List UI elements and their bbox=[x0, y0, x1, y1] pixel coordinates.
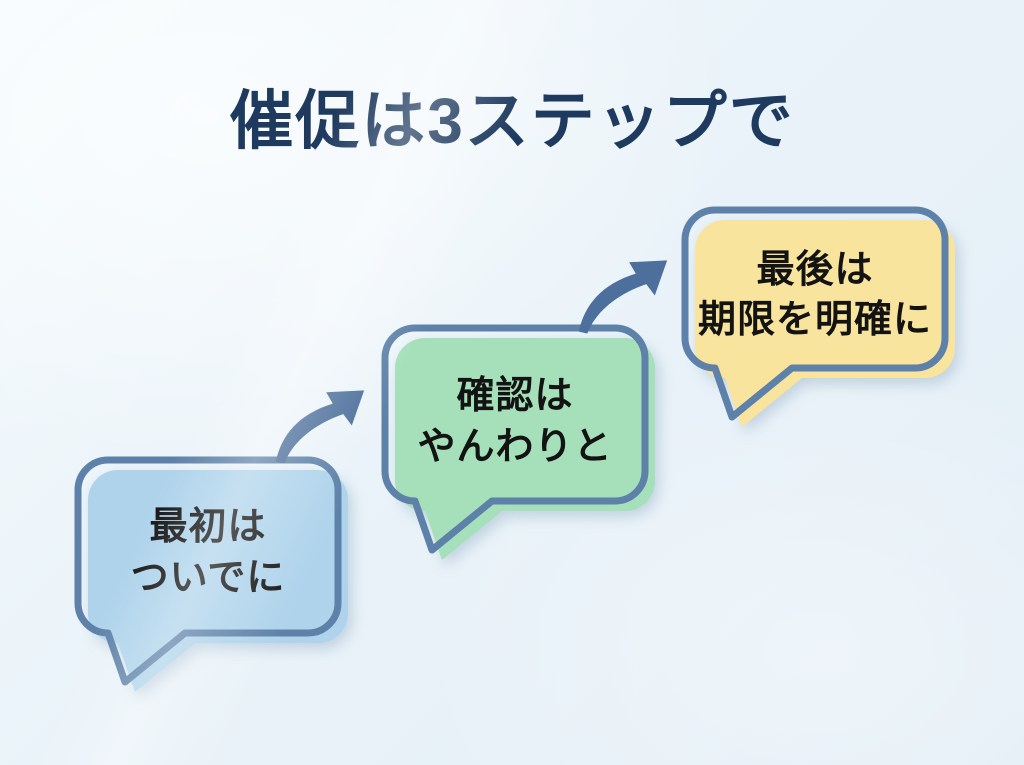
page-title: 催促は3ステップで bbox=[229, 85, 795, 157]
bubble-2-text: 確認は やんわりと bbox=[385, 334, 645, 509]
curved-arrow-icon-1 bbox=[275, 390, 365, 464]
bubble-1-line-1: 最初は bbox=[149, 506, 267, 549]
bubble-1-text: 最初は ついでに bbox=[78, 466, 338, 639]
bubble-1-line-2: ついでに bbox=[130, 556, 286, 599]
bubble-3-text: 最後は 期限を明確に bbox=[685, 216, 945, 374]
bubble-2-line-2: やんわりと bbox=[417, 425, 613, 468]
bubble-3-line-2: 期限を明確に bbox=[697, 299, 932, 341]
curved-arrow-icon-2 bbox=[578, 260, 668, 334]
bubble-3-line-1: 最後は bbox=[756, 248, 874, 291]
bubble-2-line-1: 確認は bbox=[456, 375, 574, 418]
